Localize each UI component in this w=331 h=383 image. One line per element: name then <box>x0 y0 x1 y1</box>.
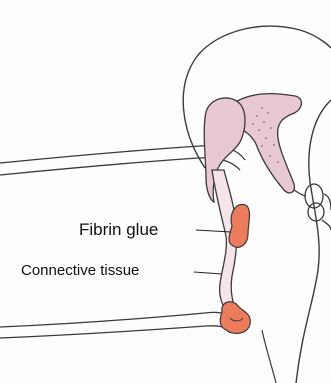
fibrin-glue-lower <box>220 302 250 334</box>
medial-wall-outline <box>296 100 331 383</box>
connective-tissue-label: Connective tissue <box>21 262 139 279</box>
stapes <box>294 184 331 230</box>
connective-tissue-leader <box>194 272 222 274</box>
canal-wall-lower-inner <box>0 326 230 338</box>
fibrin-glue-label: Fibrin glue <box>79 220 158 240</box>
hypotympanum-outline <box>262 330 276 383</box>
canal-wall-lower-outer <box>0 312 233 327</box>
